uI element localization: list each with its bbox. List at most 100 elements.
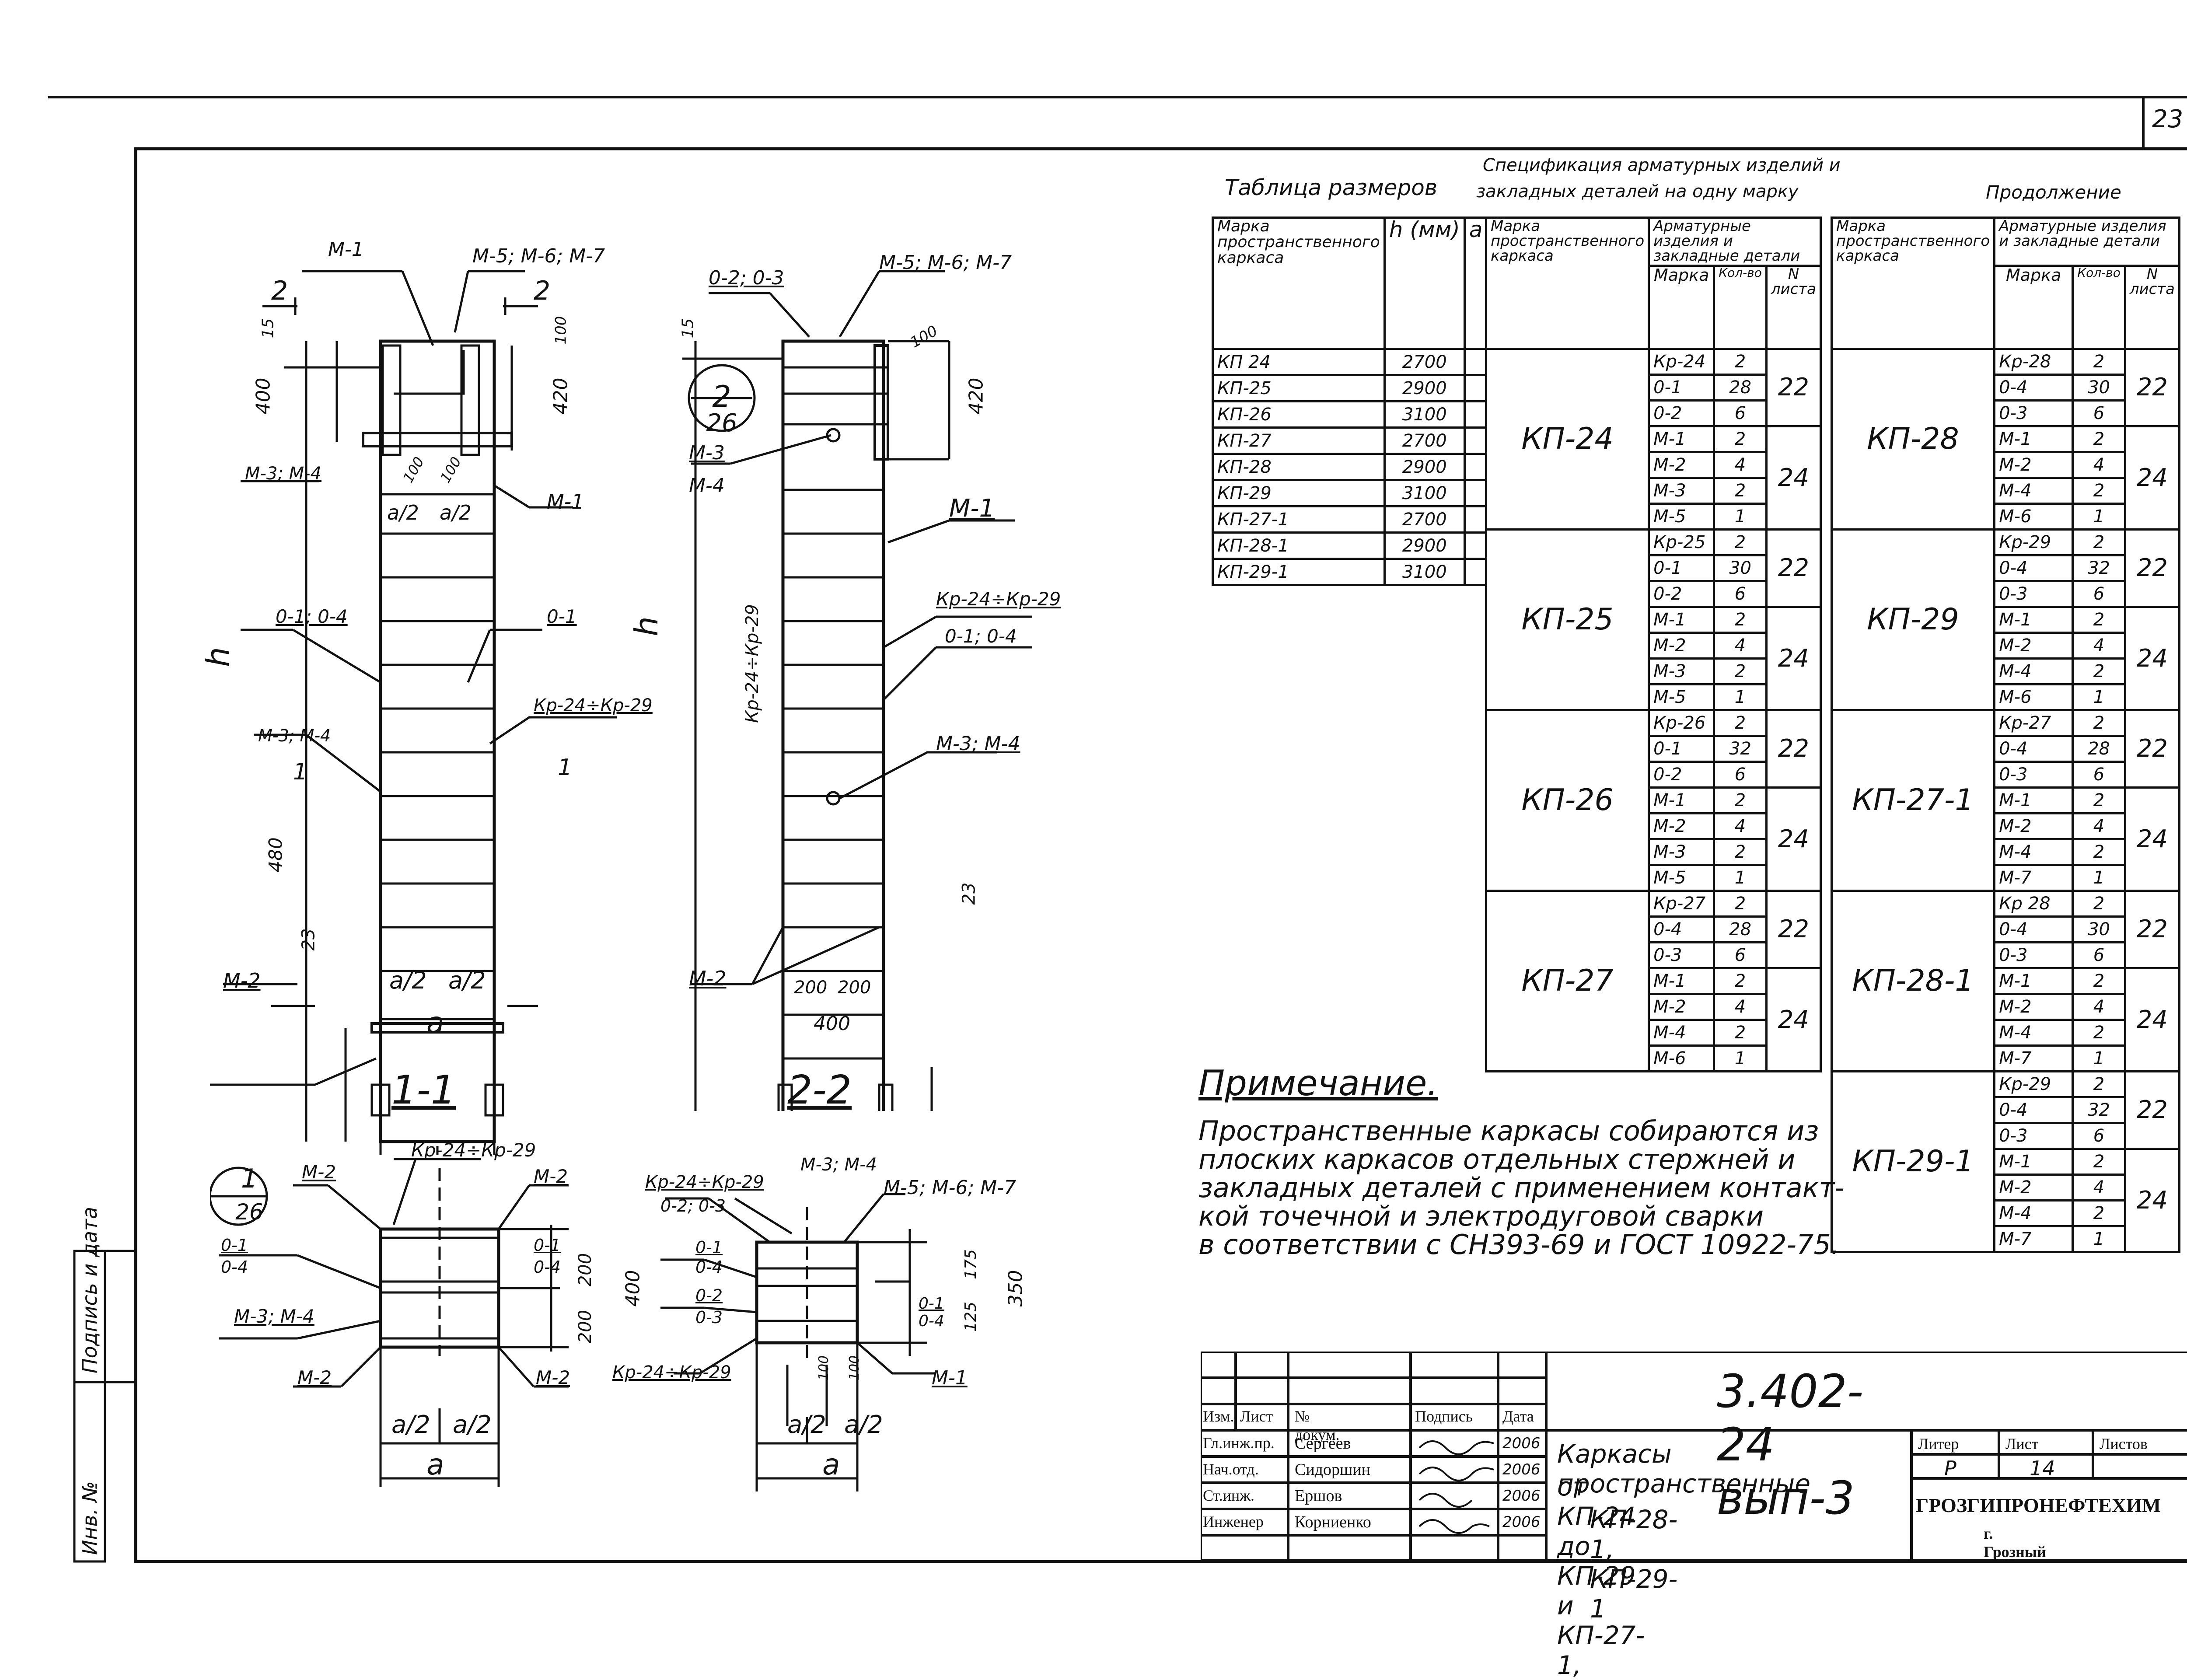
spec-item-cell: Кр-29 <box>1993 1070 2074 1098</box>
s11-label-m2: М-2 <box>223 969 261 992</box>
s11-label-m1-right: М-1 <box>547 490 584 513</box>
s22-label-m3: М-3 <box>689 442 725 464</box>
size-row-h: 3100 <box>1383 479 1466 507</box>
s11-dim-a2-1: a/2 <box>387 501 419 524</box>
pr-label-04: 0-4 <box>695 1257 723 1277</box>
tb-hdr-list: Лист <box>1240 1408 1273 1425</box>
spec-item-cell: Кр-25 <box>1648 528 1715 556</box>
spec-qty-cell: 4 <box>1713 993 1768 1021</box>
spec-item-cell: 0-1 <box>1648 374 1715 402</box>
spec-title-line1: Спецификация арматурных изделий и <box>1483 155 1841 175</box>
spec-sheet-cell: 24 <box>1765 606 1822 711</box>
spec-continuation: Продолжение <box>1986 182 2121 203</box>
tb-date: 2006 <box>1502 1461 1541 1478</box>
spec-qty-cell: 6 <box>2072 1122 2126 1150</box>
spec-item-cell: М-2 <box>1993 1174 2074 1201</box>
tb-role: Ст.инж. <box>1203 1487 1254 1504</box>
spec-item-cell: Кр-28 <box>1993 348 2074 376</box>
spec-item-cell: 0-3 <box>1648 941 1715 969</box>
spec-item-cell: М-1 <box>1993 786 2074 814</box>
spec-sheet-cell: 24 <box>2124 425 2181 531</box>
s22-dim-h: h <box>628 616 665 636</box>
s22-dim-23: 23 <box>959 882 979 905</box>
spec-item-cell: М-7 <box>1993 1225 2074 1253</box>
spec-item-cell: М-2 <box>1648 812 1715 840</box>
spec-item-cell: М-2 <box>1993 632 2074 660</box>
spec-item-cell: 0-3 <box>1993 399 2074 427</box>
tb-sheet: 14 <box>2030 1456 2055 1480</box>
pl-label-m3-m4: М-3; М-4 <box>234 1306 314 1327</box>
spec-qty-cell: 2 <box>1713 967 1768 995</box>
s22-label-m3-m4: М-3; М-4 <box>936 733 1020 755</box>
spec-item-cell: Кр-26 <box>1648 709 1715 737</box>
spec-item-cell: М-1 <box>1648 425 1715 453</box>
spec-qty-cell: 1 <box>1713 683 1768 711</box>
spec-table-left: Марка пространственного каркаса Арматурн… <box>1485 217 1822 1072</box>
spec-qty-cell: 4 <box>1713 812 1768 840</box>
s22-label-m4: М-4 <box>689 475 725 497</box>
spec-qty-cell: 2 <box>2072 425 2126 453</box>
spec-mark-cell: КП-29-1 <box>1830 1070 1996 1253</box>
spec-qty-cell: 2 <box>1713 477 1768 505</box>
spec-item-cell: 0-3 <box>1993 941 2074 969</box>
spec-sheet-cell: 24 <box>2124 1148 2181 1253</box>
spec-item-cell: 0-2 <box>1648 580 1715 608</box>
pl-dim-200-b: 200 <box>575 1310 596 1344</box>
plan-views-drawing <box>210 1158 936 1491</box>
size-row-mark: КП 24 <box>1212 348 1386 376</box>
pr-label-kp-bottom: Кр-24÷Кр-29 <box>612 1362 731 1383</box>
spec-qty-cell: 4 <box>2072 993 2126 1021</box>
spec-qty-cell: 2 <box>1713 657 1768 685</box>
spec-qty-cell: 1 <box>2072 864 2126 892</box>
spec-item-cell: М-6 <box>1993 683 2074 711</box>
spec-item-cell: М-2 <box>1648 993 1715 1021</box>
spec-item-cell: М-6 <box>1993 503 2074 531</box>
pl-label-kp: Кр-24÷Кр-29 <box>411 1139 536 1161</box>
spec-qty-cell: 2 <box>2072 838 2126 866</box>
s22-dim-200-a: 200 <box>794 978 828 998</box>
tb-sheets-label: Листов <box>2100 1435 2148 1453</box>
spec-item-cell: М-2 <box>1648 451 1715 479</box>
s22-dim-15: 15 <box>679 318 697 339</box>
size-row-h: 2700 <box>1383 348 1466 376</box>
size-table-title: Таблица размеров <box>1225 175 1438 200</box>
spec-mark-cell: КП-28-1 <box>1830 890 1996 1072</box>
spec-qty-cell: 6 <box>1713 941 1768 969</box>
spec-qty-cell: 4 <box>2072 632 2126 660</box>
spec-qty-cell: 30 <box>2072 374 2126 402</box>
spec-sheet-cell: 24 <box>1765 786 1822 892</box>
s22-label-m1: М-1 <box>949 494 995 523</box>
spec-qty-cell: 6 <box>1713 399 1768 427</box>
spec-mark-cell: КП-28 <box>1830 348 1996 531</box>
spec-qty-cell: 2 <box>1713 528 1768 556</box>
s11-label-m1: М-1 <box>328 238 364 261</box>
spec-qty-cell: 2 <box>1713 890 1768 918</box>
tb-date: 2006 <box>1502 1435 1541 1452</box>
tb-hdr-sign: Подпись <box>1415 1408 1473 1425</box>
s11-label-01-04: 0-1; 0-4 <box>276 606 348 627</box>
pr-dim-175: 175 <box>961 1249 980 1279</box>
spec-qty-cell: 28 <box>1713 374 1768 402</box>
s22-callout-bottom: 26 <box>706 409 737 437</box>
spec-qty-cell: 2 <box>1713 348 1768 376</box>
spec-qty-cell: 28 <box>1713 915 1768 943</box>
spec-item-cell: М-1 <box>1648 786 1715 814</box>
size-row-mark: КП-27-1 <box>1212 505 1386 534</box>
spec-qty-cell: 1 <box>2072 1225 2126 1253</box>
spec-qty-cell: 2 <box>2072 477 2126 505</box>
spec-sheet-cell: 24 <box>1765 425 1822 531</box>
spec-item-cell: М-4 <box>1993 838 2074 866</box>
spec-qty-cell: 2 <box>2072 1199 2126 1227</box>
spec-item-cell: М-2 <box>1993 812 2074 840</box>
spec-sheet-cell: 22 <box>1765 709 1822 789</box>
spec-left-header-qty: Кол-во <box>1713 265 1768 350</box>
spec-qty-cell: 2 <box>2072 1148 2126 1176</box>
spec-sheet-cell: 22 <box>2124 348 2181 427</box>
tb-person: Сергеев <box>1295 1434 1351 1453</box>
pl-label-m2-bl: М-2 <box>297 1367 332 1388</box>
tb-hdr-date: Дата <box>1502 1408 1534 1425</box>
spec-qty-cell: 2 <box>2072 657 2126 685</box>
size-row-mark: КП-28 <box>1212 453 1386 481</box>
note-line: Пространственные каркасы собираются из <box>1198 1115 1819 1147</box>
